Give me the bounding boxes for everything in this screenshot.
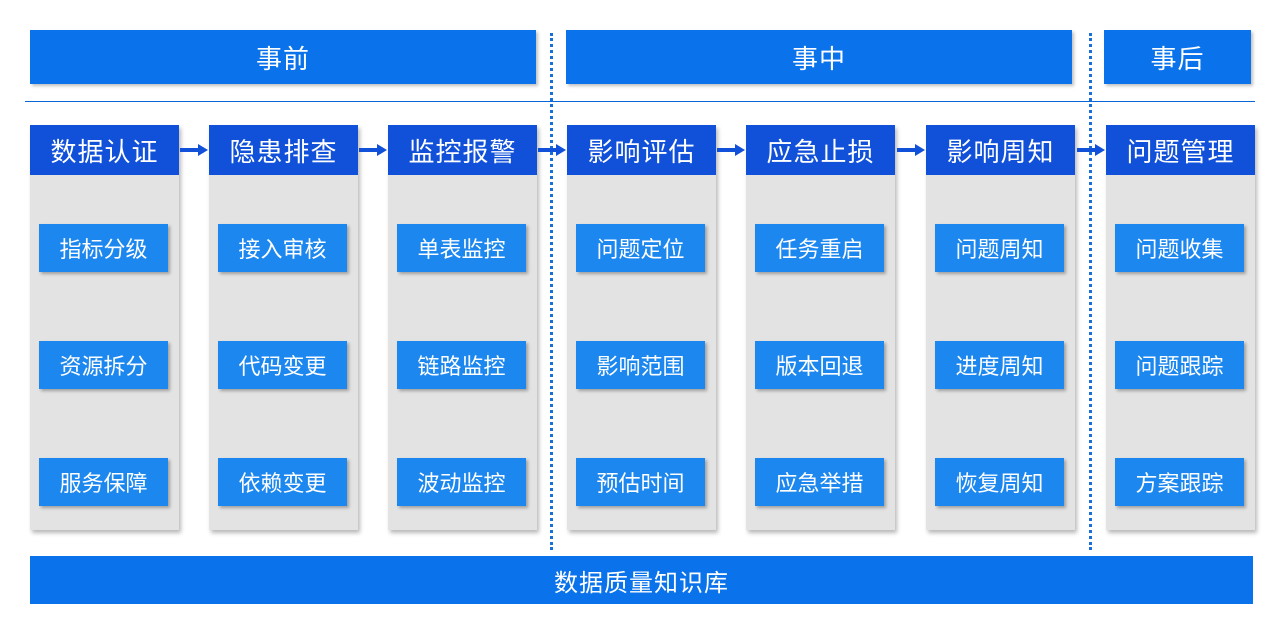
column-header: 数据认证 — [30, 125, 179, 175]
phase-before: 事前 — [30, 30, 536, 84]
column-header: 问题管理 — [1106, 125, 1255, 175]
item-box: 单表监控 — [397, 224, 526, 272]
item-box: 应急举措 — [755, 458, 884, 506]
item-box: 依赖变更 — [218, 458, 347, 506]
knowledge-base-banner: 数据质量知识库 — [30, 556, 1253, 604]
item-box: 波动监控 — [397, 458, 526, 506]
item-box: 问题收集 — [1115, 224, 1244, 272]
item-box: 服务保障 — [39, 458, 168, 506]
item-box: 代码变更 — [218, 341, 347, 389]
item-box: 恢复周知 — [935, 458, 1064, 506]
item-box: 问题跟踪 — [1115, 341, 1244, 389]
column-header: 应急止损 — [746, 125, 895, 175]
item-box: 链路监控 — [397, 341, 526, 389]
item-box: 问题定位 — [576, 224, 705, 272]
item-box: 任务重启 — [755, 224, 884, 272]
column-header: 监控报警 — [388, 125, 537, 175]
column-monitoring-alert: 监控报警 单表监控 链路监控 波动监控 — [388, 125, 537, 530]
arrow-right-icon — [1077, 144, 1105, 156]
divider-line — [25, 101, 1255, 102]
phase-separator-1 — [550, 33, 553, 550]
phase-after: 事后 — [1104, 30, 1251, 84]
arrow-right-icon — [538, 144, 566, 156]
arrow-right-icon — [359, 144, 387, 156]
column-header: 影响周知 — [926, 125, 1075, 175]
column-data-certification: 数据认证 指标分级 资源拆分 服务保障 — [30, 125, 179, 530]
column-impact-assessment: 影响评估 问题定位 影响范围 预估时间 — [567, 125, 716, 530]
arrow-right-icon — [897, 144, 925, 156]
item-box: 影响范围 — [576, 341, 705, 389]
arrow-right-icon — [180, 144, 208, 156]
arrow-right-icon — [717, 144, 745, 156]
item-box: 版本回退 — [755, 341, 884, 389]
phase-separator-2 — [1089, 33, 1092, 550]
item-box: 进度周知 — [935, 341, 1064, 389]
column-issue-management: 问题管理 问题收集 问题跟踪 方案跟踪 — [1106, 125, 1255, 530]
column-header: 隐患排查 — [209, 125, 358, 175]
item-box: 方案跟踪 — [1115, 458, 1244, 506]
item-box: 指标分级 — [39, 224, 168, 272]
item-box: 预估时间 — [576, 458, 705, 506]
item-box: 接入审核 — [218, 224, 347, 272]
item-box: 资源拆分 — [39, 341, 168, 389]
phase-during: 事中 — [566, 30, 1072, 84]
column-impact-notice: 影响周知 问题周知 进度周知 恢复周知 — [926, 125, 1075, 530]
column-emergency-stop: 应急止损 任务重启 版本回退 应急举措 — [746, 125, 895, 530]
column-risk-check: 隐患排查 接入审核 代码变更 依赖变更 — [209, 125, 358, 530]
item-box: 问题周知 — [935, 224, 1064, 272]
column-header: 影响评估 — [567, 125, 716, 175]
